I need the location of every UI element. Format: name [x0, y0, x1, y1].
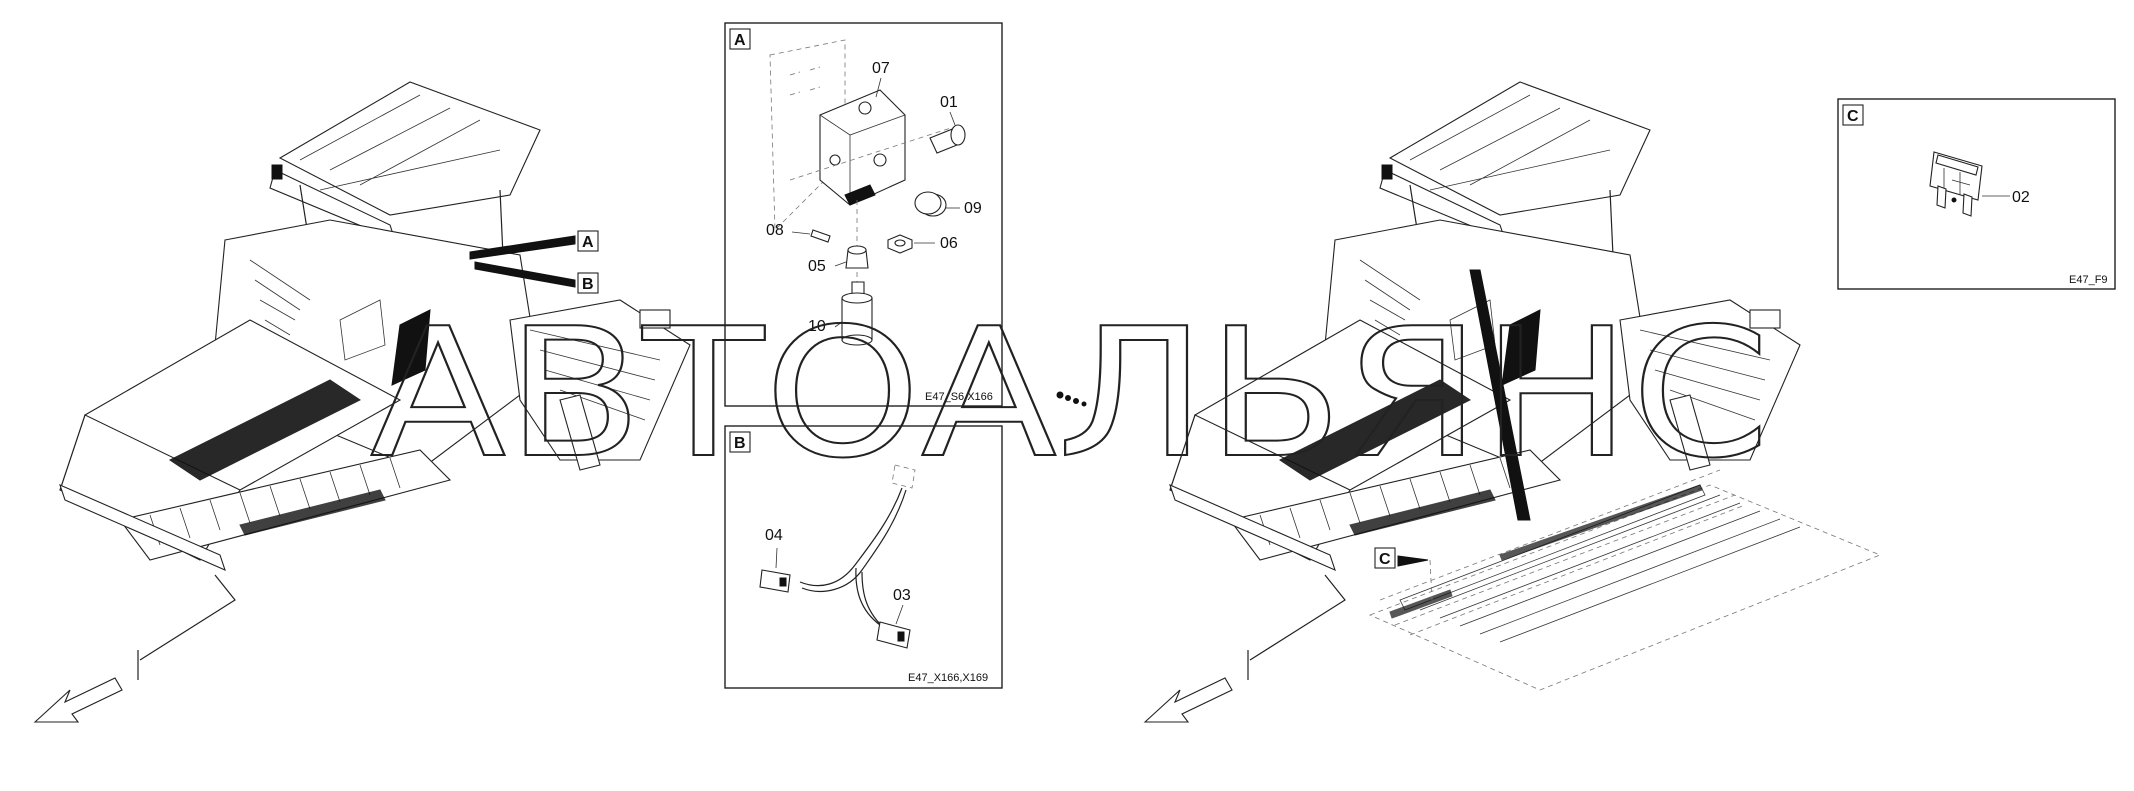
paver-right-drawing: C — [1144, 81, 1882, 723]
leader-a-bar — [469, 235, 576, 260]
leader-b-bar — [474, 261, 576, 288]
callout-c-label: C — [1379, 551, 1391, 568]
part-number-09: 09 — [964, 200, 982, 217]
detail-b-panel: B 04 03 E47_X166,X169 — [724, 425, 1003, 689]
loose-fasteners — [1056, 391, 1087, 407]
cable-end-dashed — [891, 464, 916, 489]
part-number-04: 04 — [765, 527, 783, 544]
switch-box-07 — [819, 89, 906, 206]
detail-a-caption: E47_S6,X166 — [925, 391, 993, 403]
callout-c-dashed-leader — [1429, 559, 1433, 601]
part-number-01: 01 — [940, 94, 958, 111]
watermark-text: АВТОАЛЬЯНС — [370, 290, 1770, 497]
detail-c-tag: C — [1847, 108, 1859, 125]
part-number-02: 02 — [2012, 189, 2030, 206]
callout-box-b — [577, 272, 599, 294]
callout-a-label: A — [582, 234, 594, 251]
fuse-board-drawing — [1368, 469, 1882, 691]
part-number-07: 07 — [872, 60, 890, 77]
detail-c-panel: C 02 E47_F9 — [1837, 98, 2116, 290]
detail-c-caption: E47_F9 — [2069, 274, 2108, 286]
fuse-02 — [1929, 151, 1983, 217]
detail-c-tag-box — [1842, 104, 1864, 126]
detail-b-caption: E47_X166,X169 — [908, 672, 988, 684]
paver-left-drawing: A B — [34, 81, 691, 723]
detail-b-tag: B — [734, 435, 746, 452]
part-number-06: 06 — [940, 235, 958, 252]
part-number-08: 08 — [766, 222, 784, 239]
detail-a-frame — [724, 22, 1003, 407]
callout-box-a — [577, 230, 599, 252]
part-number-10: 10 — [808, 318, 826, 335]
screw-08 — [810, 229, 831, 243]
connector-03 — [876, 621, 911, 649]
leader-fuse-board — [1469, 269, 1531, 521]
detail-c-frame — [1837, 98, 2116, 290]
callout-box-c — [1374, 547, 1396, 569]
detail-a-tag-box — [729, 28, 751, 50]
detail-b-tag-box — [729, 431, 751, 453]
detail-a-tag: A — [734, 32, 746, 49]
part-number-05: 05 — [808, 258, 826, 275]
callout-c-arrow — [1397, 555, 1429, 567]
detail-a-panel: A — [724, 22, 1003, 407]
callout-b-label: B — [582, 276, 594, 293]
detail-b-frame — [724, 425, 1003, 689]
part-number-03: 03 — [893, 587, 911, 604]
